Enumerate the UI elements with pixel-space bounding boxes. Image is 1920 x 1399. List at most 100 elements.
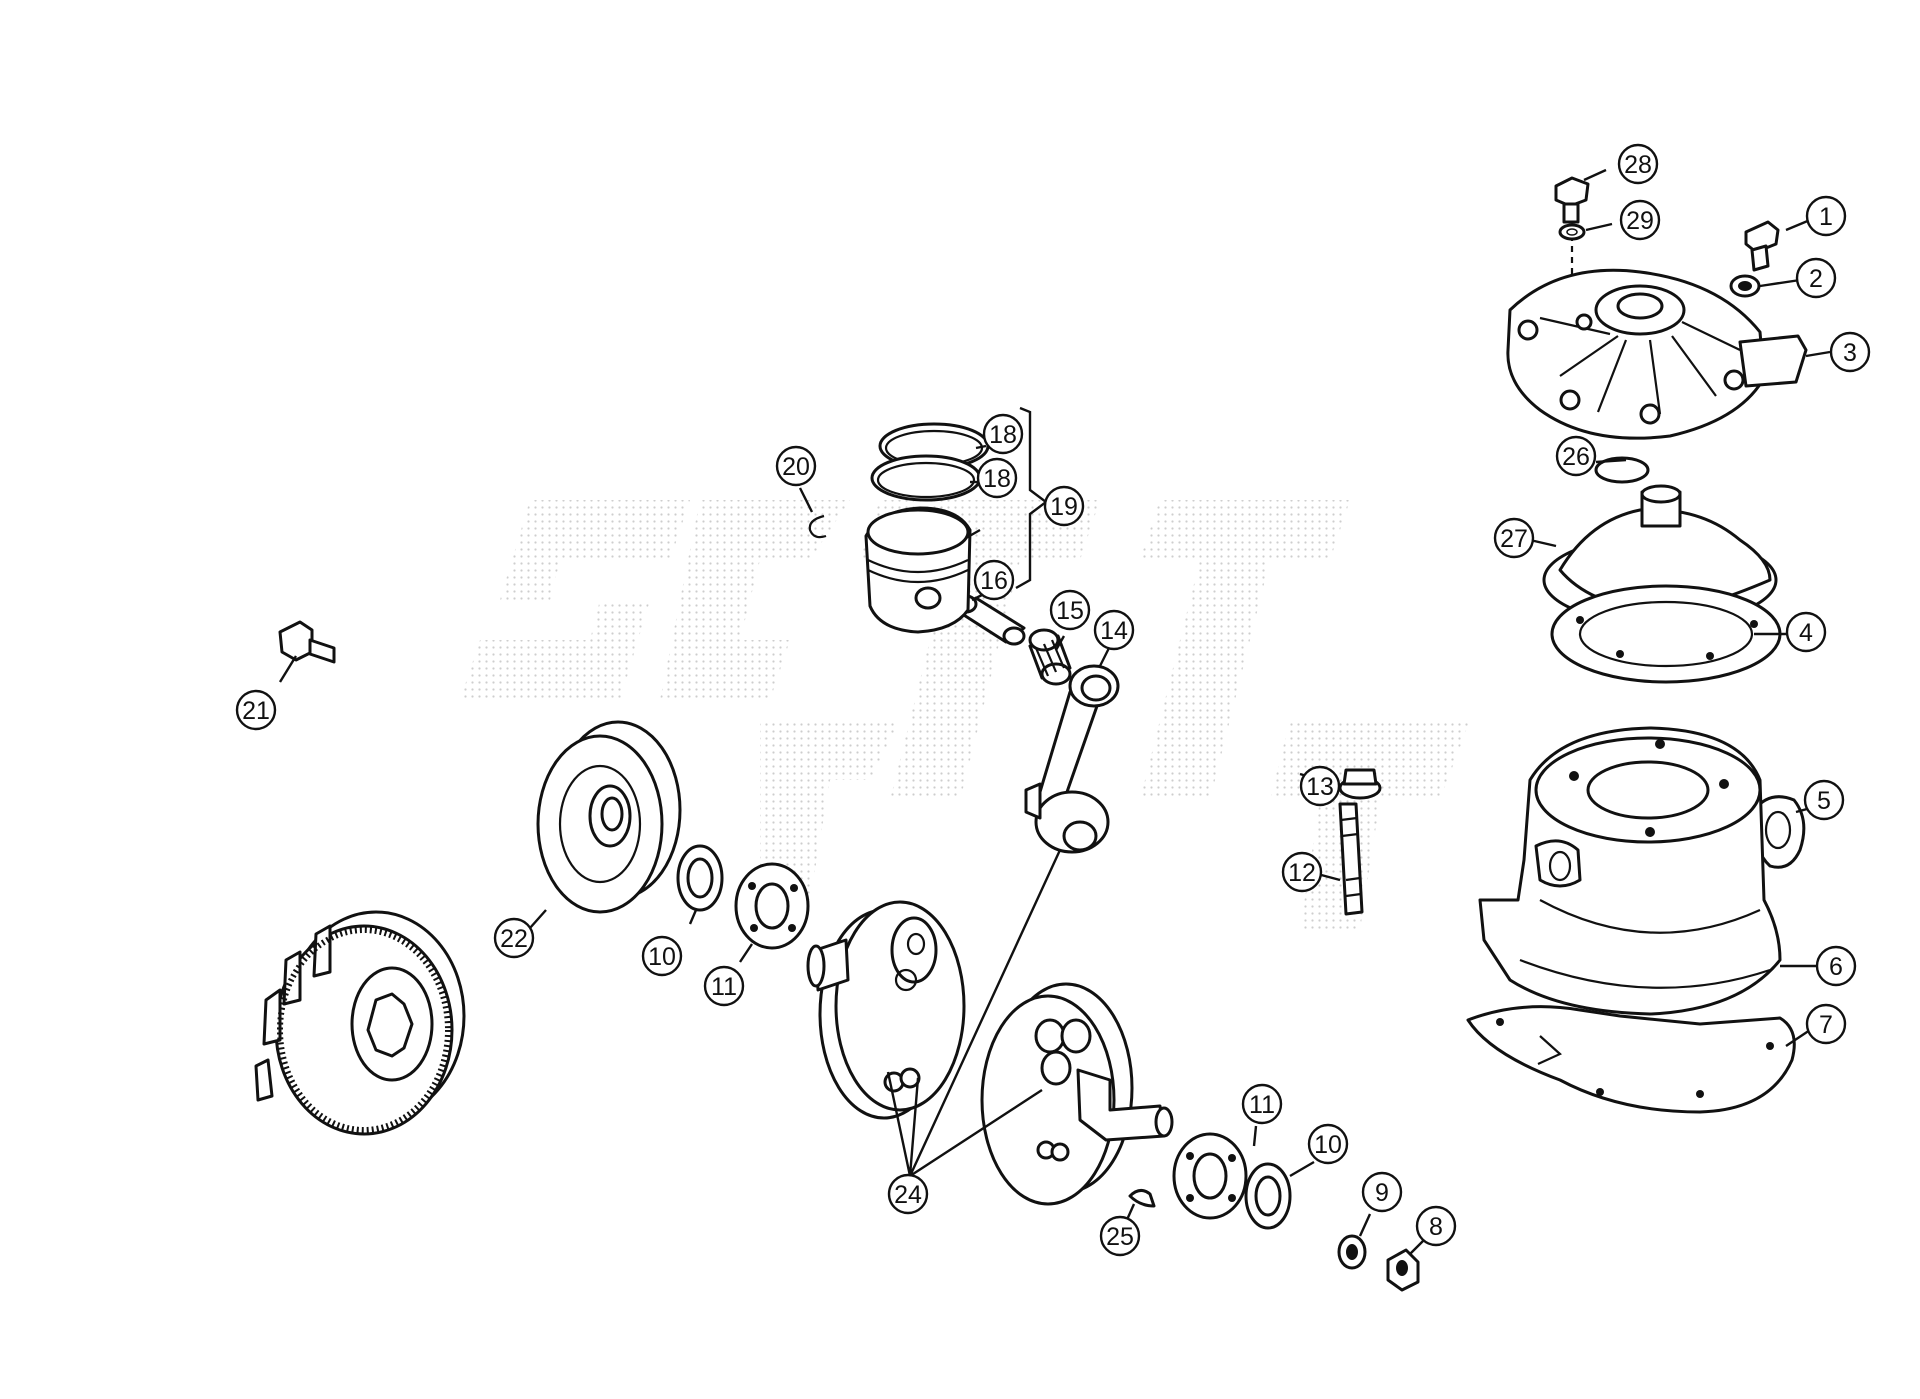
screw-21-icon: [278, 620, 336, 664]
callout-number: 10: [648, 943, 676, 971]
callout-number: 27: [1500, 525, 1528, 553]
callout-circle: [641, 935, 683, 977]
callout-11a: 11: [703, 965, 745, 1007]
callout-8: 8: [1415, 1205, 1457, 1247]
callout-number: 11: [1249, 1091, 1275, 1119]
callout-26: 26: [1555, 435, 1597, 477]
needle-bearing-15-icon: [1028, 628, 1072, 686]
callout-number: 19: [1050, 493, 1078, 521]
callout-circle: [1795, 257, 1837, 299]
callout-circle: [1829, 331, 1871, 373]
callout-number: 18: [989, 421, 1017, 449]
callout-labels: 1234567891010111112131415161818192021222…: [235, 143, 1871, 1257]
callout-number: 9: [1375, 1179, 1389, 1207]
callout-number: 25: [1106, 1223, 1134, 1251]
o-ring-26-icon: [1594, 456, 1650, 484]
callout-24: 24: [887, 1173, 929, 1215]
callout-circle: [703, 965, 745, 1007]
callout-number: 26: [1562, 443, 1590, 471]
washer-9-icon: [1337, 1234, 1367, 1270]
callout-number: 3: [1843, 339, 1857, 367]
crankshaft-left-24-icon: [806, 900, 966, 1120]
callout-6: 6: [1815, 945, 1857, 987]
bolt-1-icon: [1744, 220, 1780, 272]
gear-teeth-ring: [277, 927, 451, 1133]
callout-12: 12: [1281, 851, 1323, 893]
callout-circle: [235, 689, 277, 731]
callout-number: 5: [1817, 787, 1831, 815]
callout-number: 13: [1306, 773, 1334, 801]
callout-circle: [1307, 1123, 1349, 1165]
callout-7: 7: [1805, 1003, 1847, 1045]
callout-number: 14: [1100, 617, 1128, 645]
circlip-20-icon: [808, 514, 827, 539]
callout-circle: [1415, 1205, 1457, 1247]
callout-number: 4: [1799, 619, 1813, 647]
callout-14: 14: [1093, 609, 1135, 651]
callout-circle: [1815, 945, 1857, 987]
callout-circle: [982, 413, 1024, 455]
callout-circle: [1241, 1083, 1283, 1125]
callout-circle: [1803, 779, 1845, 821]
callout-number: 8: [1429, 1213, 1443, 1241]
bearing-11b-icon: [1172, 1132, 1248, 1220]
callout-circle: [1805, 195, 1847, 237]
callout-circle: [1617, 143, 1659, 185]
exhaust-gasket-5-icon: [1752, 795, 1806, 869]
callout-10b: 10: [1307, 1123, 1349, 1165]
callout-number: 7: [1819, 1011, 1833, 1039]
woodruff-key-25-icon: [1128, 1189, 1156, 1208]
callout-11b: 11: [1241, 1083, 1283, 1125]
piston-ring-18b-icon: [870, 454, 982, 502]
callout-18b: 18: [976, 457, 1018, 499]
callout-2: 2: [1795, 257, 1837, 299]
callout-circle: [775, 445, 817, 487]
cylinder-head-3-icon: [1506, 268, 1808, 440]
callout-number: 22: [500, 925, 528, 953]
callout-circle: [1093, 609, 1135, 651]
callout-number: 21: [242, 697, 270, 725]
callout-circle: [1043, 485, 1085, 527]
callout-circle: [1049, 589, 1091, 631]
callout-circle: [1785, 611, 1827, 653]
callout-number: 2: [1809, 265, 1823, 293]
callout-circle: [1493, 517, 1535, 559]
clutch-basket-icon: [254, 910, 466, 1136]
callout-circle: [1619, 199, 1661, 241]
callout-number: 20: [782, 453, 810, 481]
callout-number: 1: [1819, 203, 1833, 231]
callout-circle: [1281, 851, 1323, 893]
callout-number: 29: [1626, 207, 1654, 235]
callout-20: 20: [775, 445, 817, 487]
callout-circle: [1805, 1003, 1847, 1045]
washer-2-icon: [1729, 274, 1761, 298]
callout-5: 5: [1803, 779, 1845, 821]
callout-circle: [1555, 435, 1597, 477]
cylinder-6-icon: [1478, 726, 1782, 1016]
connecting-rod-14-icon: [1024, 664, 1120, 854]
oil-seal-10b-icon: [1244, 1162, 1292, 1230]
callout-18a: 18: [982, 413, 1024, 455]
callout-15: 15: [1049, 589, 1091, 631]
callout-number: 10: [1314, 1131, 1342, 1159]
head-gasket-4-icon: [1550, 584, 1782, 684]
callout-circle: [1299, 765, 1341, 807]
callout-9: 9: [1361, 1171, 1403, 1213]
callout-number: 16: [980, 567, 1008, 595]
callout-circle: [493, 917, 535, 959]
callout-28: 28: [1617, 143, 1659, 185]
flange-nut-13-icon: [1338, 768, 1382, 800]
callout-22: 22: [493, 917, 535, 959]
callout-13: 13: [1299, 765, 1341, 807]
bearing-11a-icon: [734, 862, 810, 950]
callout-4: 4: [1785, 611, 1827, 653]
callout-21: 21: [235, 689, 277, 731]
piston-icon: [864, 506, 972, 634]
callout-3: 3: [1829, 331, 1871, 373]
crankshaft-right-24-icon: [980, 982, 1174, 1206]
callout-circle: [973, 559, 1015, 601]
callout-25: 25: [1099, 1215, 1141, 1257]
callout-29: 29: [1619, 199, 1661, 241]
callout-27: 27: [1493, 517, 1535, 559]
callout-circle: [887, 1173, 929, 1215]
